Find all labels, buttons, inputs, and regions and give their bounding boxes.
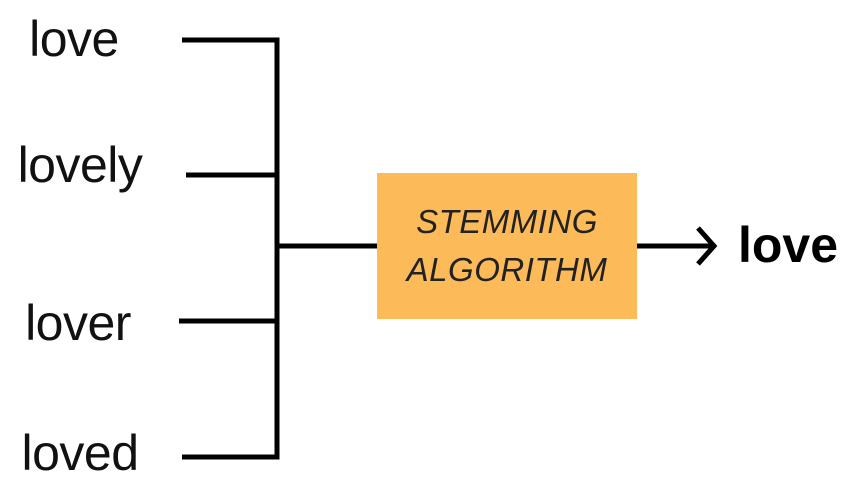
input-word: lover [25, 295, 131, 351]
input-word: love [29, 11, 119, 67]
algorithm-label-line-1: STEMMING [416, 203, 598, 241]
stemming-algorithm-box: STEMMING ALGORITHM [377, 173, 637, 319]
input-word: loved [21, 425, 139, 481]
output-stem: love [738, 217, 839, 273]
algorithm-label-line-2: ALGORITHM [406, 251, 608, 288]
output-arrow-head [696, 226, 718, 266]
input-word: lovely [17, 137, 143, 193]
